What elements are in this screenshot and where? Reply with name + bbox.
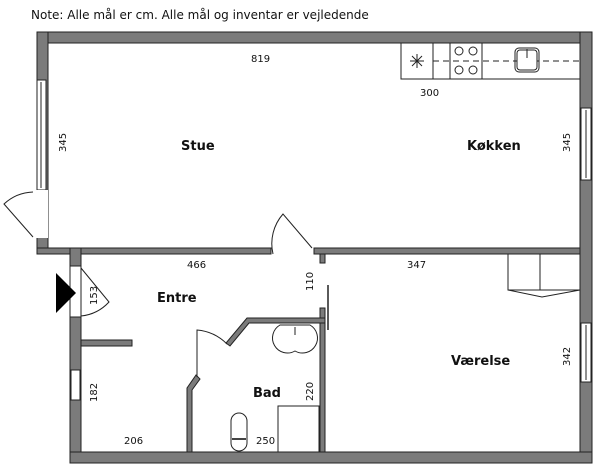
- room-label-vaerelse: Værelse: [451, 354, 510, 369]
- room-label-entre: Entre: [157, 291, 197, 306]
- toilet-icon: [230, 412, 248, 452]
- entrance-arrow-icon: [56, 273, 76, 313]
- dim-vaerelse-width: 347: [407, 260, 426, 271]
- fridge-icon: [410, 54, 424, 68]
- door-stue-left[interactable]: [3, 191, 34, 238]
- entrance-door[interactable]: [80, 267, 110, 317]
- note-text: Note: Alle mål er cm. Alle mål og invent…: [31, 8, 369, 22]
- door-stue-opening: [31, 190, 48, 238]
- room-label-kokken: Køkken: [467, 139, 521, 154]
- wall-bad-left: [186, 374, 201, 453]
- wall-top: [36, 31, 593, 44]
- dim-entre-206: 206: [124, 436, 143, 447]
- kitchen-counter: [400, 42, 581, 80]
- dim-stue-height: 345: [58, 133, 69, 152]
- sink-icon: [514, 47, 540, 73]
- room-label-bad: Bad: [253, 386, 281, 401]
- wall-stue-bottom-right: [313, 247, 581, 255]
- wall-bad-top: [225, 317, 326, 347]
- dim-vaerelse-height: 342: [562, 347, 573, 366]
- dim-entre-182: 182: [89, 383, 100, 402]
- door-bad[interactable]: [196, 329, 228, 377]
- partition-entre: [80, 339, 133, 347]
- dim-kitchen-width: 300: [420, 88, 439, 99]
- wall-bad-right: [319, 307, 326, 453]
- dim-hall: 110: [305, 272, 316, 291]
- dim-entre-door: 153: [89, 286, 100, 305]
- wall-bottom: [69, 451, 593, 464]
- dim-kitchen-height: 345: [562, 133, 573, 152]
- window-entre: [70, 369, 81, 401]
- stove-icon: [454, 46, 478, 75]
- shower-area: [277, 405, 320, 453]
- wall-stue-bottom-left: [36, 247, 272, 255]
- room-label-stue: Stue: [181, 139, 215, 154]
- dim-stue-width: 819: [251, 54, 270, 65]
- dim-bad-250: 250: [256, 436, 275, 447]
- wardrobe: [507, 253, 581, 298]
- dim-bad-220: 220: [305, 382, 316, 401]
- door-stue-entre[interactable]: [271, 213, 313, 255]
- wall-right: [579, 31, 593, 464]
- wall-stub: [319, 253, 326, 264]
- dim-entre-width: 466: [187, 260, 206, 271]
- washbasin-icon: [271, 324, 319, 354]
